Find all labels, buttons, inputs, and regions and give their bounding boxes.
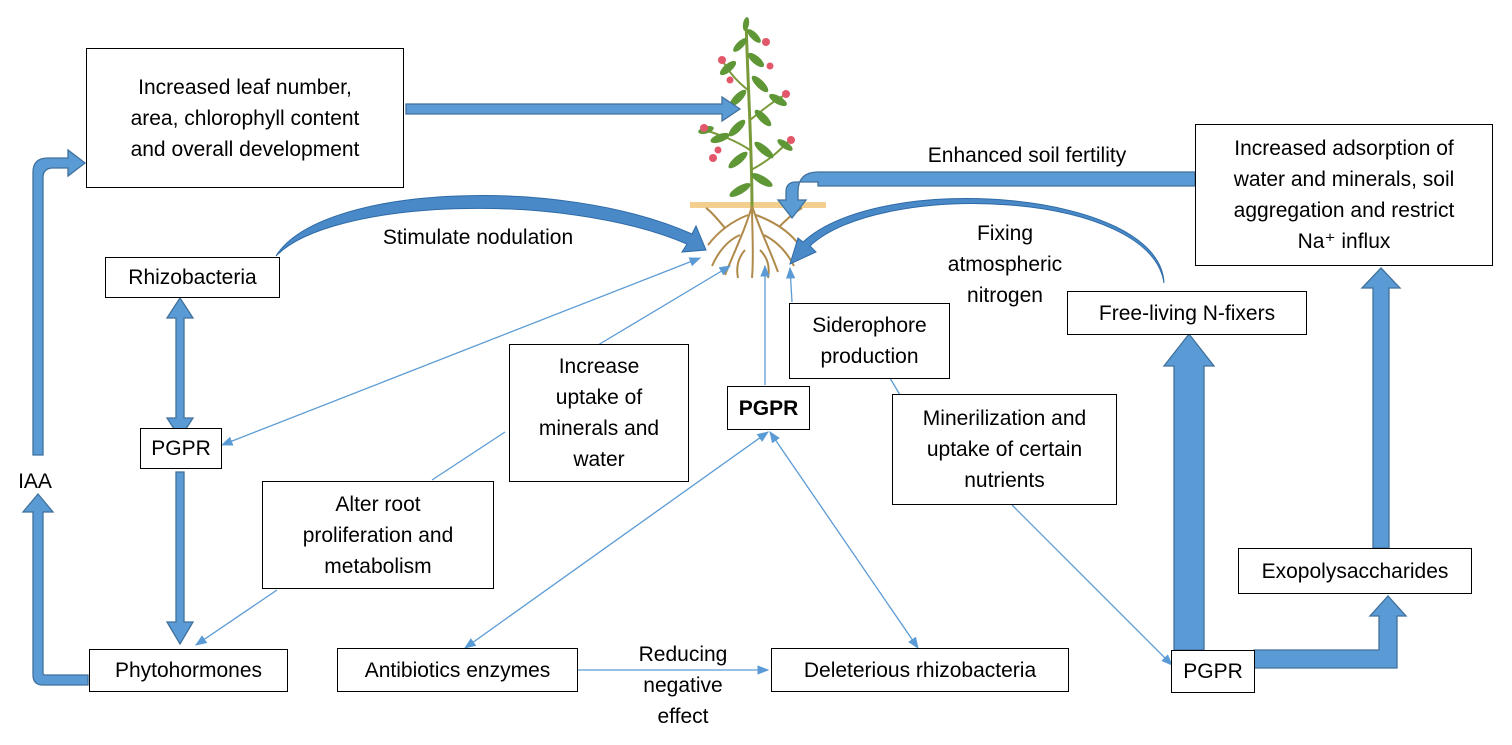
plant-illustration [690, 17, 826, 279]
alter-root-box: Alter root proliferation and metabolism [262, 481, 494, 589]
thin-alter-to-uptake [431, 431, 506, 481]
antibiotics-box: Antibiotics enzymes [337, 648, 578, 692]
curved-arrows [275, 195, 1165, 284]
thick-arrows [21, 95, 1408, 686]
arrow-fixing-nitrogen [789, 198, 1165, 284]
arrow-rhizo-pgpr [165, 296, 195, 440]
leaf-development-box: Increased leaf number, area, chlorophyll… [86, 48, 404, 188]
pgpr-right-box: PGPR [1171, 650, 1255, 693]
iaa-label: IAA [18, 470, 52, 493]
deleterious-box: Deleterious rhizobacteria [771, 648, 1069, 692]
arrow-free-living-up [1162, 332, 1216, 651]
plant-roots [705, 205, 803, 279]
thin-uptake-to-root [597, 265, 732, 346]
exopolysaccharides-box: Exopolysaccharides [1238, 548, 1472, 594]
stimulate-nodulation-label: Stimulate nodulation [382, 226, 574, 249]
reducing-negative-label: Reducing negative effect [638, 643, 728, 728]
free-living-box: Free-living N-fixers [1067, 291, 1307, 335]
arrow-iaa-lower [21, 492, 89, 686]
thin-arrows [195, 257, 1173, 675]
thin-alter-to-phyto [195, 589, 278, 646]
fixing-nitrogen-label: Fixing atmospheric nitrogen [947, 222, 1063, 307]
siderophore-box: Siderophore production [789, 303, 950, 379]
thin-miner-to-pgpr-right [1011, 504, 1173, 666]
arrow-exo-up [1360, 267, 1402, 549]
enhanced-soil-label: Enhanced soil fertility [927, 144, 1127, 167]
arrow-leaf-to-plant [405, 95, 742, 123]
thin-root-to-pgpr-left [220, 257, 702, 446]
thin-pgpr-antibiotics [464, 431, 769, 649]
pgpr-center-box: PGPR [727, 386, 810, 430]
increase-uptake-box: Increase uptake of minerals and water [509, 344, 689, 482]
minerilization-box: Minerilization and uptake of certain nut… [892, 394, 1117, 505]
arrow-pgpr-exo [1253, 595, 1408, 669]
pgpr-left-box: PGPR [140, 428, 222, 469]
plant-flowers [700, 38, 795, 162]
thin-sidero-to-root [785, 266, 796, 303]
arrow-stimulate-nodulation [275, 195, 707, 257]
plant-stem [744, 19, 754, 209]
arrow-pgpr-phyto [165, 471, 195, 646]
rhizobacteria-box: Rhizobacteria [105, 257, 280, 298]
thin-pgpr-deleterious [769, 431, 919, 649]
arrow-enhanced-soil [776, 171, 1196, 220]
adsorption-box: Increased adsorption of water and minera… [1195, 124, 1493, 266]
arrow-iaa-upper [32, 148, 87, 456]
phytohormones-box: Phytohormones [89, 649, 288, 692]
thin-sidero-to-miner [889, 377, 901, 396]
